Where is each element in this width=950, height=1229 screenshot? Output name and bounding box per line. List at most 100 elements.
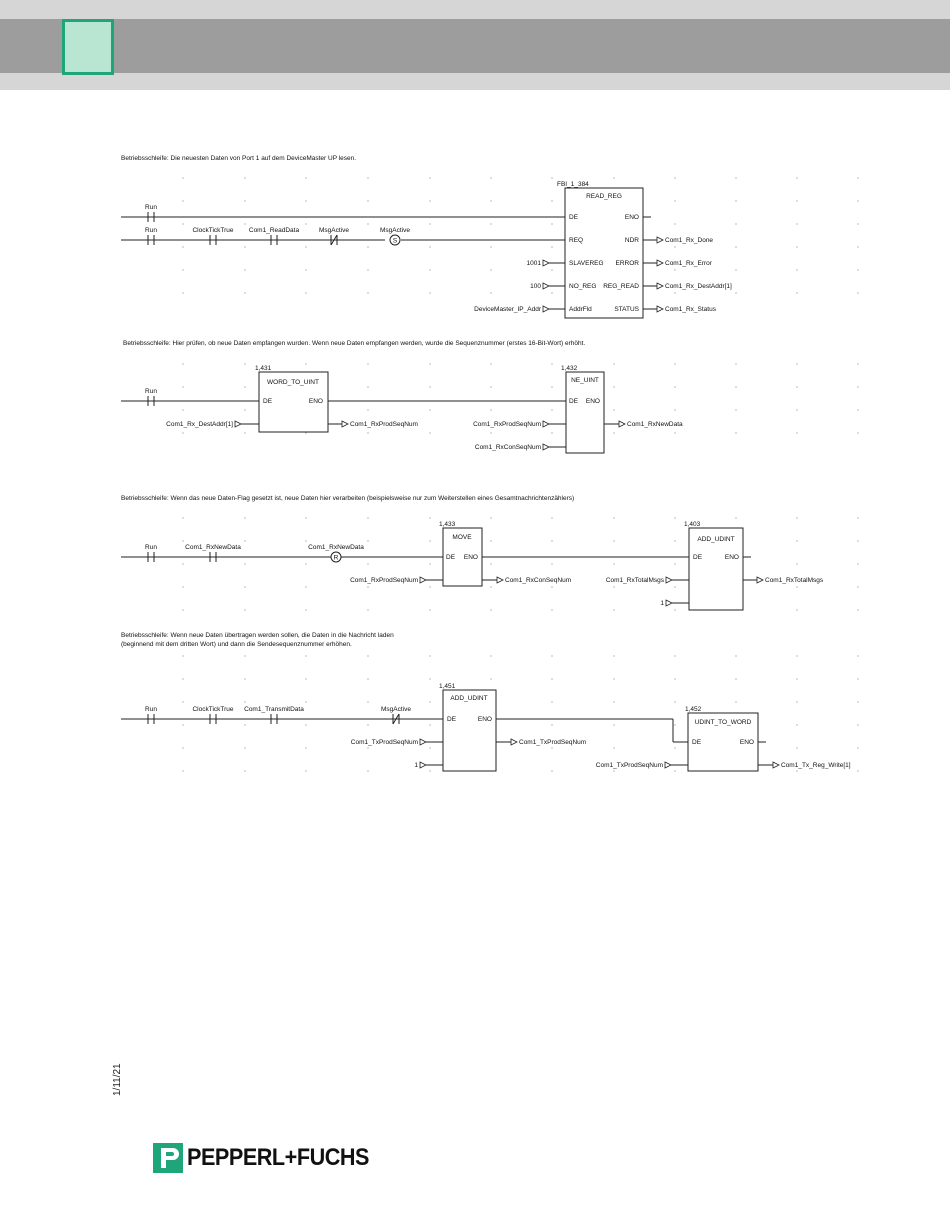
block-input-variable: Com1_RxProdSeqNum [473,421,541,428]
no-contact-label: Com1_ReadData [249,227,300,234]
no-contact-label: ClockTickTrue [192,227,233,234]
grid-dot [796,246,798,248]
grid-dot [735,363,737,365]
grid-dot [551,563,553,565]
grid-dot [429,540,431,542]
grid-dot [182,363,184,365]
grid-dot [305,292,307,294]
grid-dot [490,269,492,271]
grid-dot [367,655,369,657]
grid-dot [490,177,492,179]
grid-dot [429,246,431,248]
grid-dot [182,586,184,588]
grid-dot [857,655,859,657]
grid-dot [367,701,369,703]
word-to-uint-block [258,371,329,433]
grid-dot [305,432,307,434]
grid-dot [551,770,553,772]
grid-dot [735,517,737,519]
block-name: WORD_TO_UINT [267,379,319,386]
grid-dot [490,246,492,248]
block-input-pin: AddrFld [569,306,592,313]
grid-dot [674,563,676,565]
grid-dot [305,770,307,772]
grid-dot [429,747,431,749]
grid-dot [857,678,859,680]
grid-dot [182,747,184,749]
grid-dot [674,724,676,726]
grid-dot [674,246,676,248]
grid-dot [551,678,553,680]
document-date: 1/11/21 [112,1063,123,1096]
grid-dot [735,246,737,248]
add-udint-block [442,689,497,772]
block-input-variable: Com1_Rx_DestAddr[1] [166,421,233,428]
grid-dot [182,292,184,294]
block-output-pin: ENO [586,398,600,405]
grid-dot [367,586,369,588]
grid-dot [182,770,184,772]
grid-dot [551,246,553,248]
block-input-variable: Com1_RxProdSeqNum [350,577,418,584]
grid-dot [551,540,553,542]
grid-dot [551,177,553,179]
block-input-pin: NO_REG [569,283,596,290]
grid-dot [182,432,184,434]
header-band [0,19,950,73]
grid-dot [367,563,369,565]
grid-dot [857,386,859,388]
grid-dot [613,678,615,680]
grid-dot [182,563,184,565]
grid-dot [244,770,246,772]
grid-dot [490,200,492,202]
block-input-variable: 1001 [527,260,542,267]
grid-dot [551,747,553,749]
grid-dot [735,701,737,703]
block-output-variable: Com1_Rx_DestAddr[1] [665,283,732,290]
grid-dot [244,292,246,294]
grid-dot [796,386,798,388]
grid-dot [796,586,798,588]
grid-dot [429,363,431,365]
grid-dot [367,363,369,365]
grid-dot [674,517,676,519]
grid-dot [429,223,431,225]
grid-dot [305,540,307,542]
grid-dot [857,770,859,772]
block-instance-id: 1,452 [685,706,702,713]
contact-negation [392,713,400,725]
grid-dot [551,292,553,294]
block-input-pin: DE [692,739,702,746]
grid-dot [244,701,246,703]
grid-dot [735,432,737,434]
grid-dot [305,223,307,225]
grid-dot [182,246,184,248]
grid-dot [305,563,307,565]
grid-dot [305,363,307,365]
input-arrow [665,599,673,607]
header-band-top [0,0,950,19]
grid-dot [429,609,431,611]
grid-dot [613,609,615,611]
grid-dot [796,363,798,365]
grid-dot [613,724,615,726]
grid-dot [490,563,492,565]
block-input-pin: DE [263,398,273,405]
grid-dot [182,223,184,225]
input-arrow [419,738,427,746]
block-output-pin: ENO [309,398,323,405]
input-arrow [542,282,550,290]
grid-dot [551,223,553,225]
grid-dot [551,269,553,271]
block-input-pin: DE [693,554,703,561]
block-name: MOVE [452,534,472,541]
grid-dot [367,292,369,294]
input-arrow [664,761,672,769]
block-input-variable: 100 [530,283,541,290]
grid-dot [367,409,369,411]
grid-dot [305,269,307,271]
grid-dot [857,363,859,365]
block-output-pin: ENO [740,739,754,746]
grid-dot [613,177,615,179]
